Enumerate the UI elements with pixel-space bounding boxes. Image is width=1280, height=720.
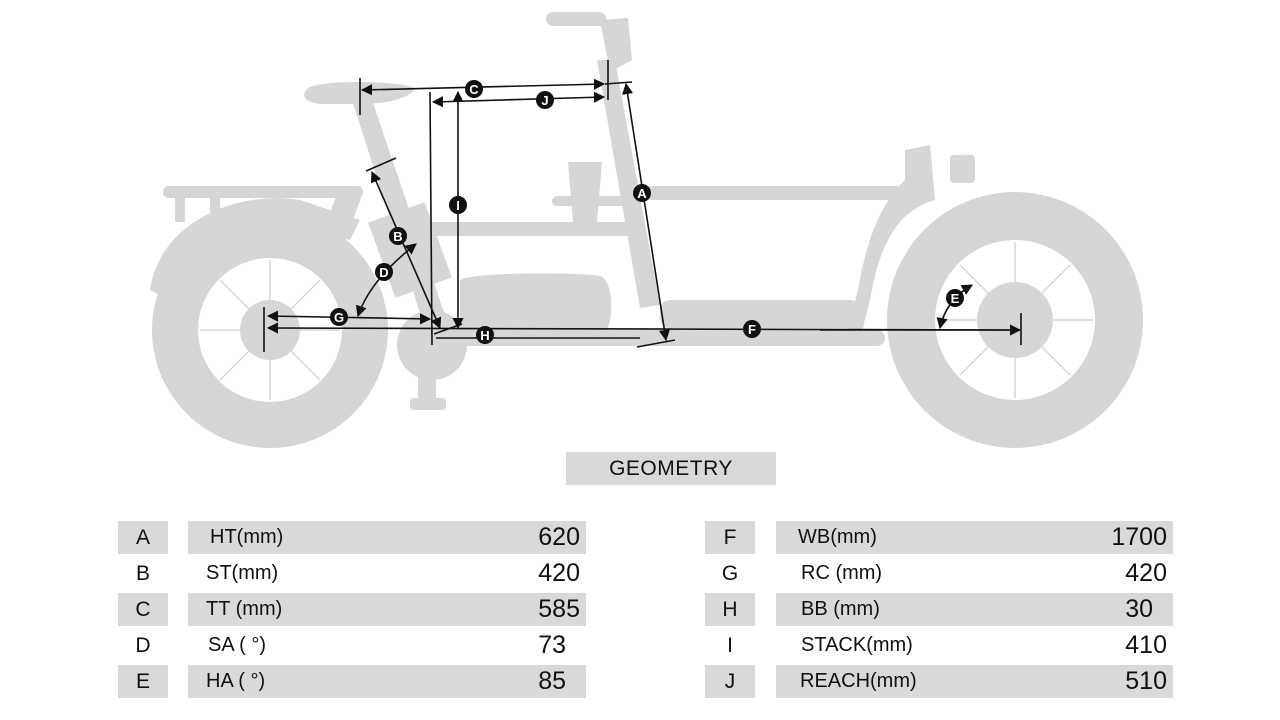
- table-row: J REACH(mm) 510: [705, 665, 1173, 700]
- row-value: 620: [538, 523, 580, 551]
- row-letter: C: [118, 593, 168, 626]
- marker-c: C: [465, 80, 483, 98]
- row-name: ST(mm): [206, 562, 279, 584]
- row-name: HA ( °): [188, 665, 586, 698]
- geometry-title: GEOMETRY: [566, 452, 776, 485]
- row-value: 410: [1125, 631, 1167, 659]
- row-value: 30: [1125, 595, 1153, 623]
- table-row: D SA ( °) 73: [118, 629, 586, 664]
- row-letter: B: [135, 561, 150, 585]
- row-name: STACK(mm): [801, 634, 913, 656]
- table-row: A HT(mm) 620: [118, 521, 586, 556]
- row-name: HT(mm): [188, 521, 586, 554]
- row-letter: A: [118, 521, 168, 554]
- bike-geometry-diagram: C J I A B D G H F E: [150, 12, 1143, 448]
- row-name: WB(mm): [776, 521, 1173, 554]
- svg-text:C: C: [469, 82, 479, 97]
- marker-g: G: [330, 308, 348, 326]
- svg-text:B: B: [393, 229, 402, 244]
- svg-text:D: D: [379, 265, 388, 280]
- svg-text:G: G: [334, 310, 344, 325]
- marker-a: A: [633, 184, 651, 202]
- marker-b: B: [389, 227, 407, 245]
- table-row: E HA ( °) 85: [118, 665, 586, 700]
- marker-f: F: [743, 320, 761, 338]
- row-value: 420: [538, 559, 580, 587]
- svg-text:F: F: [748, 322, 756, 337]
- table-row: H BB (mm) 30: [705, 593, 1173, 628]
- row-name: REACH(mm): [776, 665, 1173, 698]
- row-name: SA ( °): [208, 634, 267, 656]
- row-letter: G: [721, 561, 739, 585]
- row-letter: J: [705, 665, 755, 698]
- row-letter: E: [118, 665, 168, 698]
- row-name: RC (mm): [801, 562, 883, 584]
- svg-text:H: H: [480, 328, 489, 343]
- row-value: 585: [538, 595, 580, 623]
- marker-d: D: [375, 263, 393, 281]
- row-letter: I: [727, 633, 733, 657]
- row-value: 420: [1125, 559, 1167, 587]
- marker-h: H: [476, 326, 494, 344]
- row-letter: D: [135, 633, 151, 657]
- table-row: F WB(mm) 1700: [705, 521, 1173, 556]
- table-row: I STACK(mm) 410: [705, 629, 1173, 664]
- marker-e: E: [946, 289, 964, 307]
- table-row: B ST(mm) 420: [118, 557, 586, 592]
- row-name: BB (mm): [776, 593, 1173, 626]
- svg-text:A: A: [637, 186, 647, 201]
- table-row: C TT (mm) 585: [118, 593, 586, 628]
- row-value: 73: [538, 631, 566, 659]
- row-name: TT (mm): [188, 593, 586, 626]
- svg-text:E: E: [951, 291, 960, 306]
- marker-i: I: [449, 196, 467, 214]
- row-letter: F: [705, 521, 755, 554]
- row-letter: H: [705, 593, 755, 626]
- table-row: G RC (mm) 420: [705, 557, 1173, 592]
- svg-text:J: J: [541, 93, 548, 108]
- row-value: 1700: [1111, 523, 1167, 551]
- dimension-markers: C J I A B D G H F E: [330, 80, 964, 344]
- row-value: 85: [538, 667, 566, 695]
- svg-text:I: I: [456, 198, 460, 213]
- marker-j: J: [536, 91, 554, 109]
- row-value: 510: [1125, 667, 1167, 695]
